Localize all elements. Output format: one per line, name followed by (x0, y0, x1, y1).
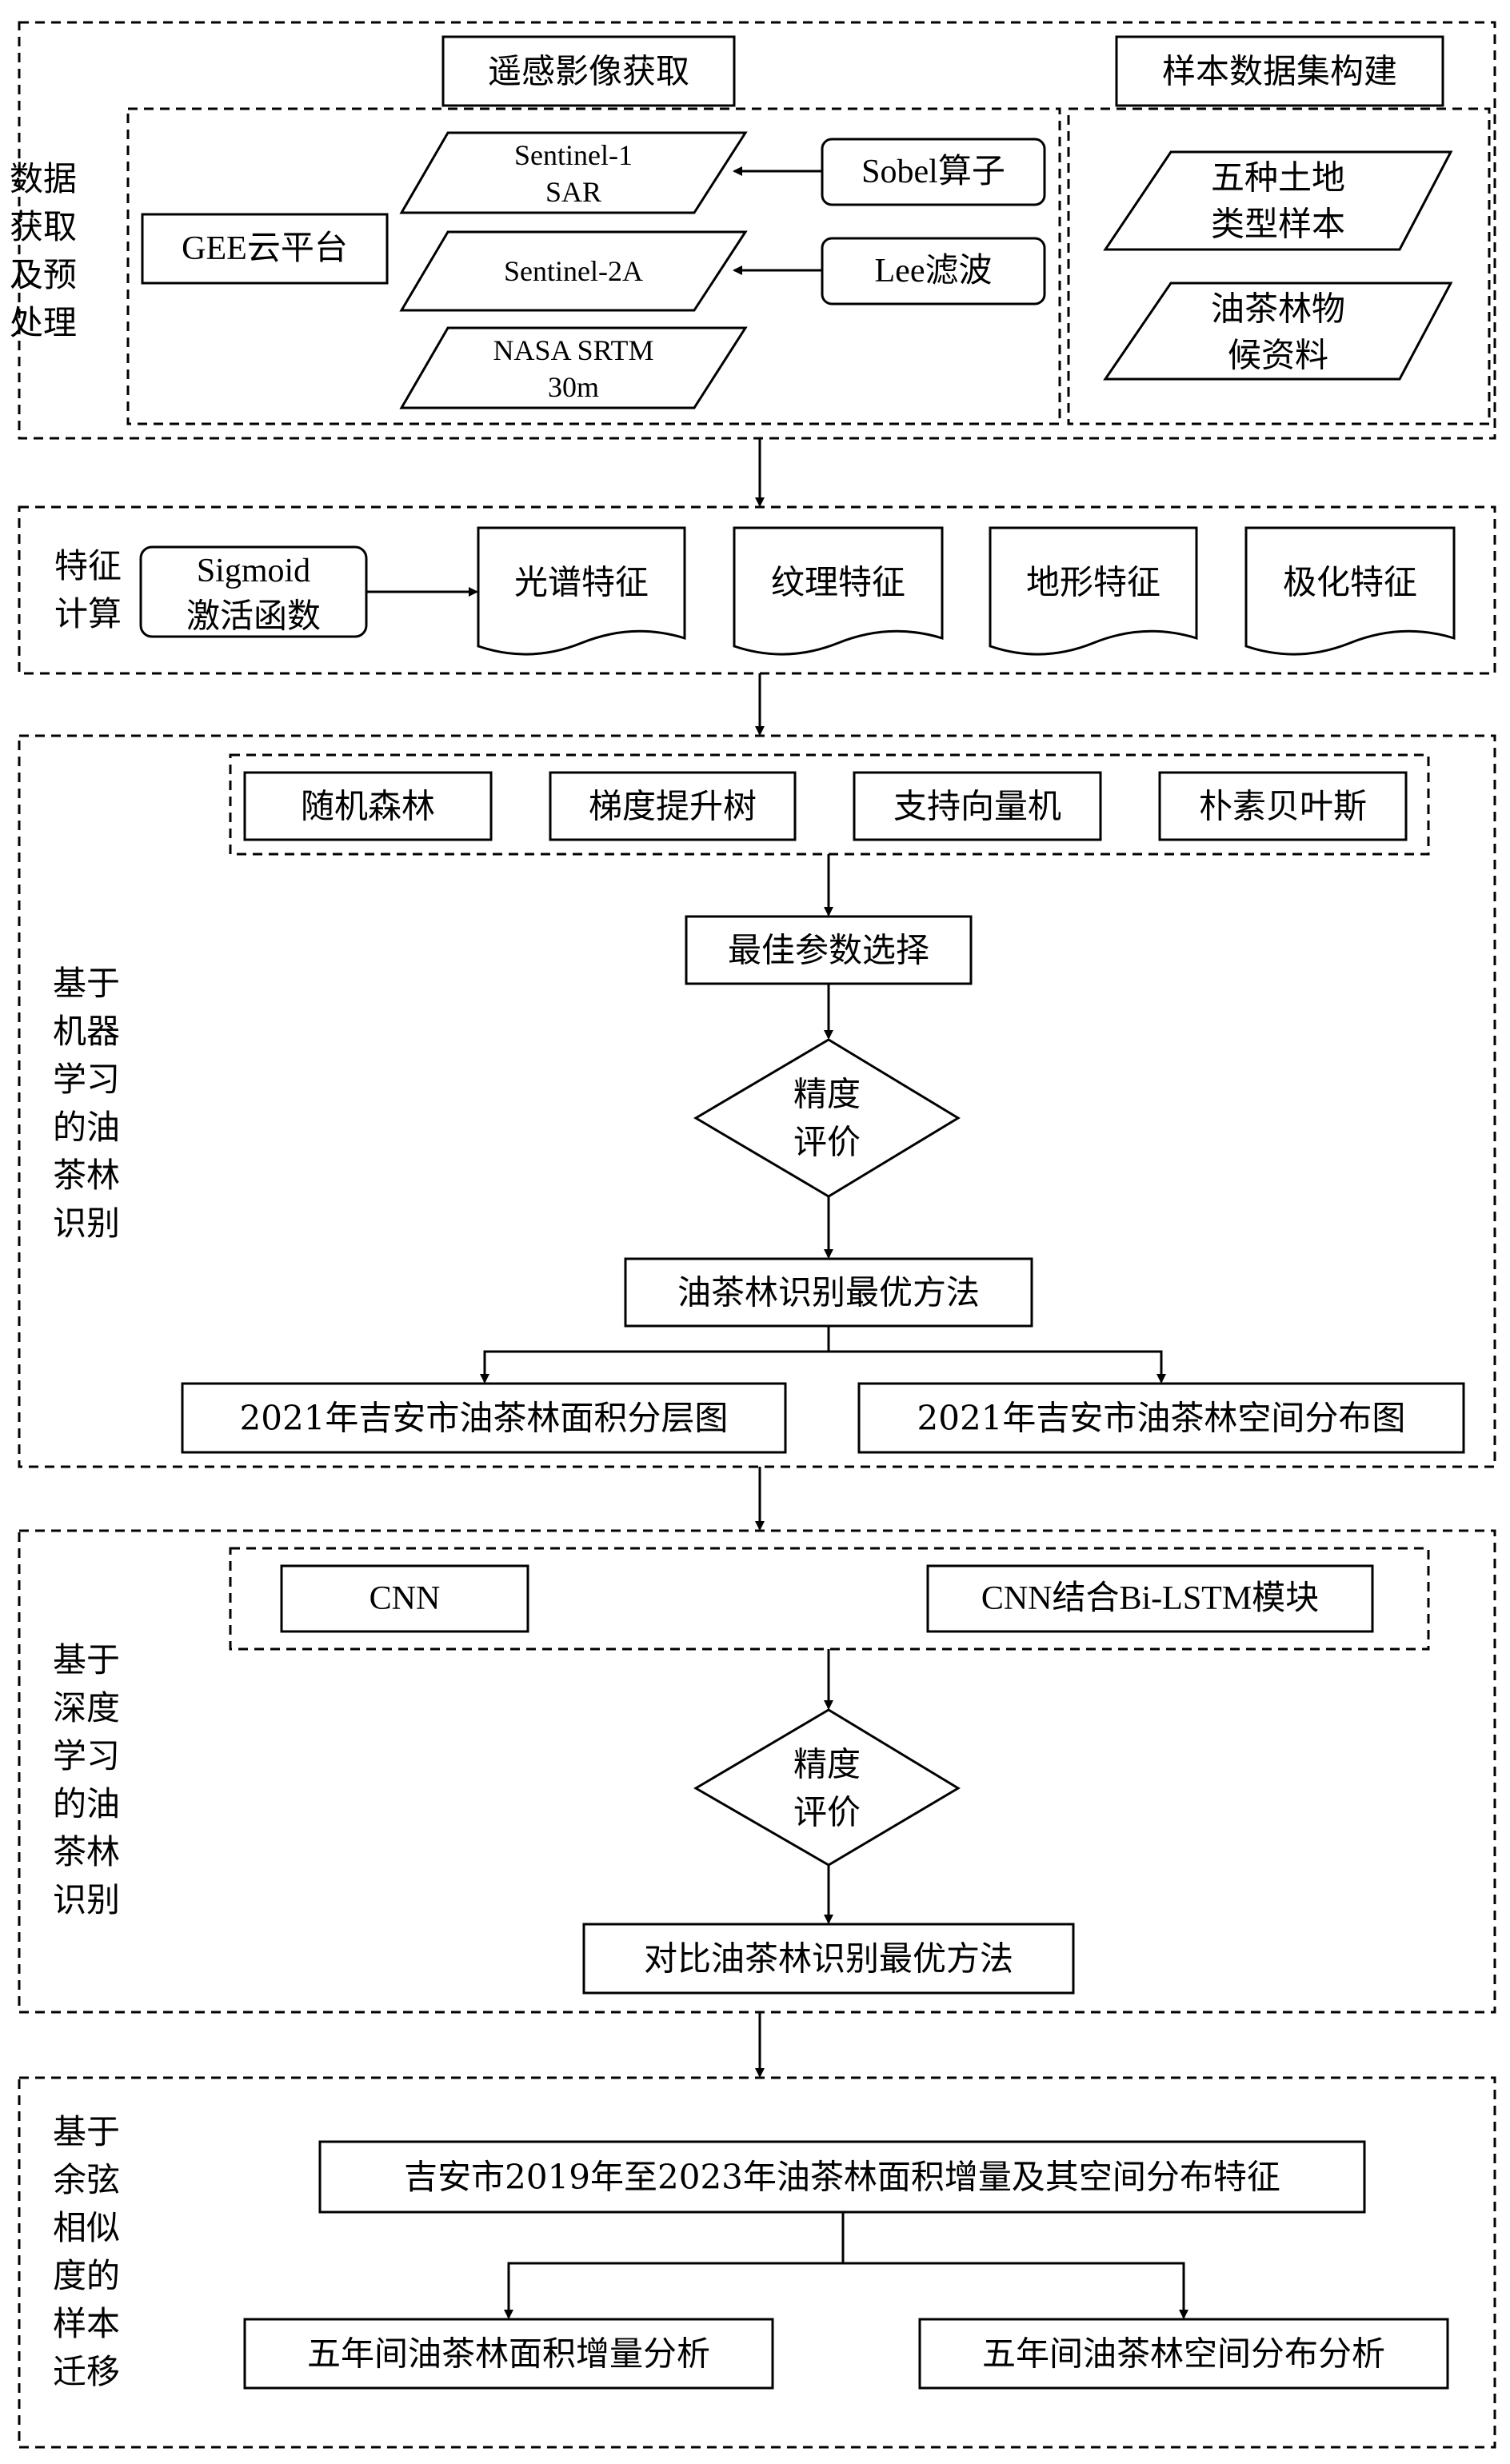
stage2-label-1: 特征 (54, 546, 122, 585)
sentinel1-line1: Sentinel-1 (514, 139, 633, 171)
dl-eval-line2: 评价 (793, 1793, 861, 1832)
sigmoid-line1: Sigmoid (197, 553, 310, 589)
sample-dataset-title: 样本数据集构建 (1162, 52, 1397, 91)
sentinel2-parallelogram (399, 230, 748, 312)
model-gbt-box (549, 771, 797, 841)
feature-doc-polarization (1244, 526, 1456, 656)
cnn-box (280, 1564, 529, 1633)
sample-dataset-group (1067, 107, 1491, 425)
stage2-frame (18, 505, 1496, 675)
stage5-main-label: 吉安市2019年至2023年油茶林面积增量及其空间分布特征 (404, 2158, 1280, 2197)
remote-sensing-title-box (441, 35, 736, 107)
sentinel2-label: Sentinel-2A (504, 255, 643, 287)
stage4-label-5: 茶林 (53, 1832, 120, 1871)
sobel-label: Sobel算子 (861, 154, 1005, 190)
srtm-parallelogram (399, 326, 748, 409)
stage1-label-2: 获取 (10, 207, 77, 246)
model-gbt: 梯度提升树 (589, 787, 757, 826)
dl-eval-line1: 精度 (793, 1745, 861, 1784)
sigmoid-line2: 激活函数 (186, 597, 321, 636)
remote-sensing-title: 遥感影像获取 (488, 52, 689, 91)
feature-polarization: 极化特征 (1283, 563, 1417, 602)
srtm-line1: NASA SRTM (493, 334, 654, 366)
sentinel1-line2: SAR (545, 176, 601, 208)
stage3-label-3: 学习 (53, 1060, 120, 1099)
model-rf: 随机森林 (301, 787, 435, 826)
feature-spectral: 光谱特征 (514, 563, 649, 602)
stage3-label-1: 基于 (53, 964, 120, 1003)
cnn-label: CNN (370, 1580, 441, 1617)
dl-best-label: 对比油茶林识别最优方法 (644, 1939, 1013, 1979)
phenology-line2: 候资料 (1228, 336, 1328, 375)
connectors (366, 166, 1188, 2319)
gee-label: GEE云平台 (182, 230, 348, 267)
stage3-frame (18, 734, 1496, 1468)
landtype-parallelogram (1103, 150, 1453, 251)
ml-out-left-box (181, 1382, 787, 1454)
stage5-label-5: 样本 (53, 2304, 120, 2343)
stage1-label-4: 处理 (10, 303, 77, 342)
sample-dataset-title-box (1115, 35, 1444, 107)
stage2-label-2: 计算 (54, 594, 122, 633)
stage4-frame (18, 1529, 1496, 2014)
gee-box (141, 213, 389, 285)
stage4-label-6: 识别 (53, 1880, 120, 1919)
stage5-label-3: 相似 (53, 2208, 120, 2247)
feature-doc-texture (733, 526, 944, 656)
ml-best-label: 油茶林识别最优方法 (677, 1273, 980, 1312)
stage5-out-left: 五年间油茶林面积增量分析 (307, 2334, 710, 2374)
stage5-label-6: 迁移 (53, 2352, 120, 2391)
stage5-frame (18, 2076, 1496, 2449)
ml-eval-line2: 评价 (793, 1123, 861, 1162)
stage4-label-4: 的油 (53, 1784, 120, 1823)
stage1-frame (18, 21, 1496, 440)
ml-eval-diamond (693, 1038, 961, 1198)
model-nb-box (1158, 771, 1408, 841)
stage3-label-4: 的油 (53, 1108, 120, 1147)
model-rf-box (243, 771, 493, 841)
phenology-line1: 油茶林物 (1211, 290, 1345, 329)
stage5-out-left-box (243, 2318, 774, 2390)
stage5-out-right-box (918, 2318, 1449, 2390)
stage4-label-2: 深度 (53, 1688, 120, 1727)
phenology-parallelogram (1103, 282, 1453, 381)
ml-eval-line1: 精度 (793, 1075, 861, 1114)
remote-sensing-group (126, 107, 1061, 425)
param-label: 最佳参数选择 (728, 931, 929, 970)
stage1-label-3: 及预 (10, 255, 77, 294)
feature-doc-spectral (477, 526, 686, 656)
stage4-label-3: 学习 (53, 1736, 120, 1775)
ml-out-right-box (857, 1382, 1465, 1454)
feature-doc-terrain (989, 526, 1198, 656)
srtm-line2: 30m (548, 371, 599, 403)
ml-out-right: 2021年吉安市油茶林空间分布图 (917, 1399, 1406, 1438)
stage3-label-6: 识别 (53, 1204, 120, 1243)
stage5-label-4: 度的 (53, 2256, 120, 2295)
ml-out-left: 2021年吉安市油茶林面积分层图 (240, 1399, 729, 1438)
lee-label: Lee滤波 (875, 253, 993, 290)
cnn-lstm-label: CNN结合Bi-LSTM模块 (981, 1580, 1319, 1617)
landtype-line2: 类型样本 (1211, 205, 1345, 244)
stage5-label-2: 余弦 (53, 2160, 120, 2199)
dl-eval-diamond (693, 1708, 961, 1867)
model-nb: 朴素贝叶斯 (1199, 787, 1367, 826)
stage4-label-1: 基于 (53, 1640, 120, 1679)
landtype-line1: 五种土地 (1211, 158, 1345, 198)
stage3-label-5: 茶林 (53, 1156, 120, 1195)
feature-terrain: 地形特征 (1026, 563, 1160, 602)
sentinel1-parallelogram (399, 131, 748, 214)
stage5-out-right: 五年间油茶林空间分布分析 (982, 2334, 1385, 2374)
model-svm: 支持向量机 (893, 787, 1061, 826)
model-svm-box (853, 771, 1102, 841)
feature-texture: 纹理特征 (771, 563, 905, 602)
cnn-lstm-box (926, 1564, 1374, 1633)
stage5-label-1: 基于 (53, 2112, 120, 2151)
stage3-label-2: 机器 (53, 1012, 120, 1051)
dl-best-box (582, 1923, 1075, 1995)
dl-models-group (229, 1547, 1430, 1651)
stage1-label-1: 数据 (10, 159, 77, 198)
